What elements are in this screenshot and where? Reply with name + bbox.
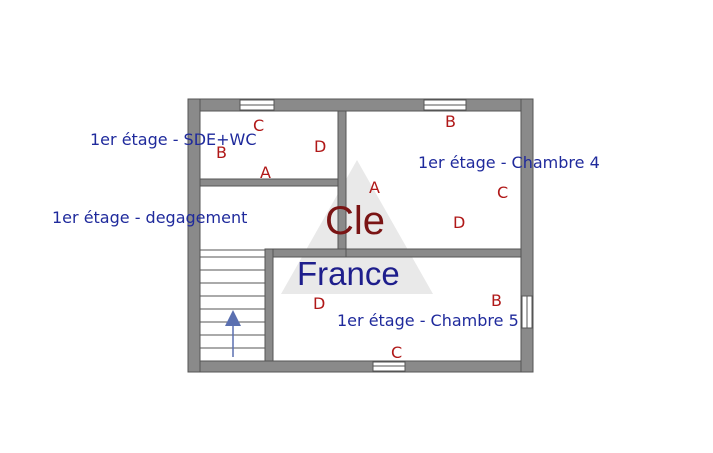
windows (239, 99, 533, 372)
room-label-chambre5: 1er étage - Chambre 5 (337, 311, 519, 330)
chambre5-wall-c: C (391, 343, 402, 362)
sde-wall-b: B (216, 143, 227, 162)
sde-wall-d: D (314, 137, 326, 156)
watermark-france: France (297, 255, 400, 292)
inner-walls (199, 110, 522, 362)
chambre4-wall-d: D (453, 213, 465, 232)
wall-letters: C B D A B C A D D B C (216, 112, 508, 362)
sde-wall-a: A (260, 163, 271, 182)
room-label-degagement: 1er étage - degagement (52, 208, 247, 227)
sde-wall-c: C (253, 116, 264, 135)
watermark-triangle (281, 160, 433, 294)
chambre4-wall-c: C (497, 183, 508, 202)
room-label-sde-wc: 1er étage - SDE+WC (90, 130, 257, 149)
chambre5-wall-b: B (491, 291, 502, 310)
watermark-cle: Cle (325, 199, 385, 243)
chambre5-wall-d: D (313, 294, 325, 313)
chambre4-wall-a: A (369, 178, 380, 197)
chambre4-wall-b: B (445, 112, 456, 131)
arrow-up-icon (225, 310, 241, 357)
room-labels: 1er étage - SDE+WC 1er étage - Chambre 4… (52, 130, 600, 330)
room-label-chambre4: 1er étage - Chambre 4 (418, 153, 600, 172)
